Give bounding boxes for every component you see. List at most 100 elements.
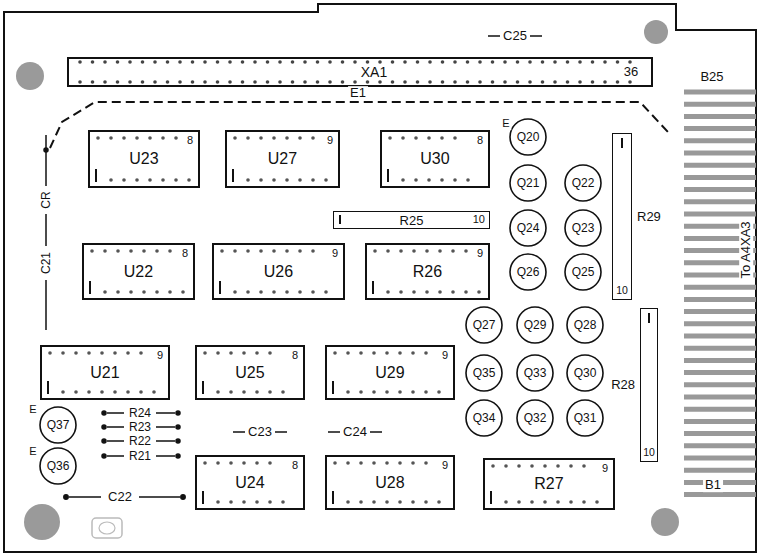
connector-pin (553, 80, 557, 84)
pin-hole (595, 500, 599, 504)
pin-hole (424, 461, 428, 465)
pin-number: 8 (292, 460, 298, 471)
pin-hole (385, 351, 389, 355)
pin1-mark (232, 169, 234, 182)
connector-pin (416, 80, 420, 84)
pin-hole (333, 351, 337, 355)
connector-pin (241, 60, 245, 64)
pin-hole (359, 351, 363, 355)
pin-hole (61, 390, 65, 394)
pin-hole (272, 178, 276, 182)
pin-hole (372, 351, 376, 355)
pin-hole (152, 390, 156, 394)
part-label: R27 (534, 476, 563, 492)
pin-hole (229, 500, 233, 504)
pin-hole (425, 249, 429, 253)
pin-hole (122, 178, 126, 182)
connector-pin (516, 60, 520, 64)
connector-pin (178, 80, 182, 84)
part-label: Q35 (473, 367, 496, 379)
connector-pin (416, 60, 420, 64)
connector-pin (478, 80, 482, 84)
silkscreen-label: R23 (127, 421, 153, 434)
edge-finger (684, 321, 756, 326)
pin-hole (187, 178, 191, 182)
connector-pin (153, 60, 157, 64)
pin-hole (427, 136, 431, 140)
pin-hole (96, 136, 100, 140)
pin-hole (298, 290, 302, 294)
pin-hole (285, 249, 289, 253)
pin-hole (103, 249, 107, 253)
edge-finger (684, 492, 756, 497)
pin-hole (268, 500, 272, 504)
pin-hole (372, 461, 376, 465)
connector-pin (278, 80, 282, 84)
ic-package: U279 (225, 130, 340, 188)
pin-hole (543, 500, 547, 504)
pin1-mark (332, 381, 334, 394)
connector-pin (391, 80, 395, 84)
pin-hole (311, 178, 315, 182)
connector-pin (128, 80, 132, 84)
pin-hole (398, 351, 402, 355)
pin-hole (129, 249, 133, 253)
transistor-outline: Q33 (516, 354, 554, 392)
pin-hole (122, 136, 126, 140)
pin-hole (346, 351, 350, 355)
pin-hole (255, 390, 259, 394)
pin-hole (504, 500, 508, 504)
pin-hole (346, 390, 350, 394)
lead-line (139, 496, 180, 498)
part-label: Q34 (473, 412, 496, 424)
pin-hole (216, 351, 220, 355)
pin-hole (233, 136, 237, 140)
connector-pin (616, 80, 620, 84)
pin-number: 9 (327, 135, 333, 146)
pin1-mark (339, 215, 341, 224)
silkscreen-label: B25 (698, 70, 725, 84)
edge-finger (684, 102, 756, 107)
pin-hole (87, 351, 91, 355)
resistor-network: R279 (483, 458, 615, 510)
edge-finger (684, 187, 756, 192)
pin-hole (139, 390, 143, 394)
pin1-mark (47, 381, 49, 394)
silkscreen-label: C23 (246, 425, 274, 439)
part-label: R25 (400, 214, 424, 227)
silkscreen-label: E (27, 446, 38, 458)
connector-pin (366, 80, 370, 84)
transistor-outline (40, 407, 76, 443)
connector-pin (378, 80, 382, 84)
pin-hole (346, 461, 350, 465)
connector-pin (628, 80, 632, 84)
ic-package: U299 (325, 345, 455, 400)
edge-finger (684, 346, 756, 351)
pin-hole (311, 249, 315, 253)
connector-pin (603, 80, 607, 84)
connector-pin (203, 80, 207, 84)
pin-hole (126, 351, 130, 355)
pin-number: 10 (640, 447, 658, 458)
edge-finger (684, 407, 756, 412)
transistor-outline (510, 210, 546, 246)
transistor-outline: Q22 (564, 164, 602, 202)
pin-hole (346, 500, 350, 504)
mounting-hole (644, 20, 668, 44)
pin-number: 10 (612, 285, 632, 296)
pin-hole (135, 136, 139, 140)
ic-package: U228 (82, 243, 195, 300)
pin-number: 9 (477, 248, 483, 259)
transistor-outline (517, 400, 553, 436)
pin-number: 8 (182, 248, 188, 259)
connector-pin (453, 80, 457, 84)
part-label: U21 (90, 365, 119, 381)
pin-number: 9 (332, 248, 338, 259)
pin-hole (242, 500, 246, 504)
connector-pin (403, 80, 407, 84)
pin-hole (477, 290, 481, 294)
silkscreen-label: E (500, 118, 511, 130)
part-label: U29 (375, 365, 404, 381)
pin-hole (203, 461, 207, 465)
